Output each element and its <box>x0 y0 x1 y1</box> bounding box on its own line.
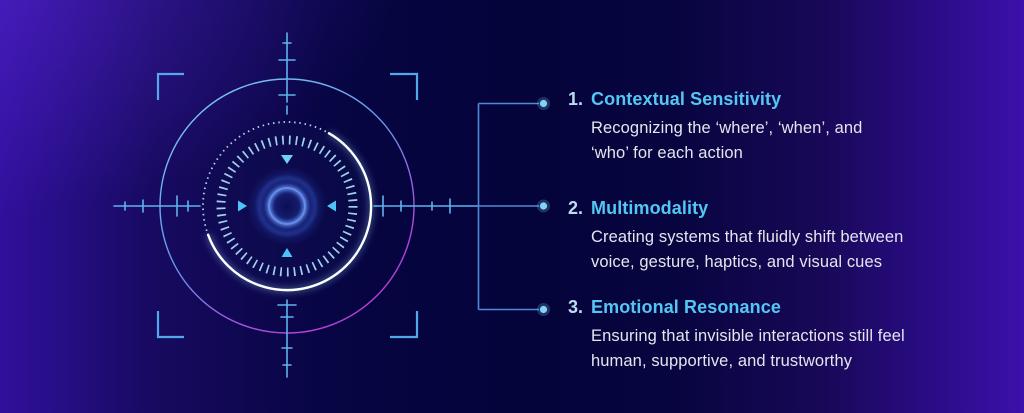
item-description-line: Recognizing the ‘where’, ‘when’, and <box>591 119 863 137</box>
item-description: Recognizing the ‘where’, ‘when’, and ‘wh… <box>591 116 862 166</box>
list-item-multimodality: 2. Multimodality Creating systems that f… <box>568 197 903 275</box>
radial-tick-ring <box>216 135 358 277</box>
direction-arrows <box>238 155 336 257</box>
bracket-top-left <box>156 72 184 100</box>
connector-dots <box>537 97 550 316</box>
item-description-line: Creating systems that fluidly shift betw… <box>591 228 904 246</box>
ruler-left <box>113 195 201 217</box>
bracket-bottom-right <box>390 311 419 339</box>
ruler-right <box>373 195 479 217</box>
dot-item-1 <box>539 99 548 108</box>
list-item-contextual-sensitivity: 1. Contextual Sensitivity Recognizing th… <box>568 88 862 166</box>
item-title: Multimodality <box>591 198 709 218</box>
dot-item-2 <box>539 202 548 210</box>
item-title: Contextual Sensitivity <box>591 89 782 109</box>
crosshair-rulers <box>113 32 479 378</box>
item-description-line: voice, gesture, haptics, and visual cues <box>591 253 883 271</box>
ruler-bottom <box>277 299 297 378</box>
item-heading: 1. Contextual Sensitivity <box>568 88 862 110</box>
item-description: Creating systems that fluidly shift betw… <box>591 225 903 275</box>
arrow-left-icon <box>238 200 247 212</box>
item-number: 3. <box>568 297 584 317</box>
connector-bracket <box>477 102 539 311</box>
item-description: Ensuring that invisible interactions sti… <box>591 324 905 374</box>
item-number: 1. <box>568 89 584 109</box>
item-description-line: human, supportive, and trustworthy <box>591 352 853 370</box>
bracket-bottom-left <box>156 311 184 339</box>
list-item-emotional-resonance: 3. Emotional Resonance Ensuring that inv… <box>568 296 905 374</box>
bracket-top-right <box>390 72 419 100</box>
ruler-top <box>278 32 296 115</box>
arrow-top-icon <box>281 155 293 164</box>
item-description-line: ‘who’ for each action <box>591 144 743 162</box>
arrow-right-icon <box>327 200 336 212</box>
item-heading: 3. Emotional Resonance <box>568 296 905 318</box>
center-glow-outer-ring <box>257 176 317 236</box>
dot-item-3 <box>539 305 548 314</box>
arrow-bottom-icon <box>281 248 293 257</box>
center-glow <box>247 166 327 246</box>
corner-brackets <box>156 72 419 339</box>
center-glow-ring-core <box>268 187 306 225</box>
inner-white-ring <box>206 132 373 292</box>
item-title: Emotional Resonance <box>591 297 781 317</box>
item-description-line: Ensuring that invisible interactions sti… <box>591 327 905 345</box>
item-number: 2. <box>568 198 584 218</box>
item-heading: 2. Multimodality <box>568 197 903 219</box>
